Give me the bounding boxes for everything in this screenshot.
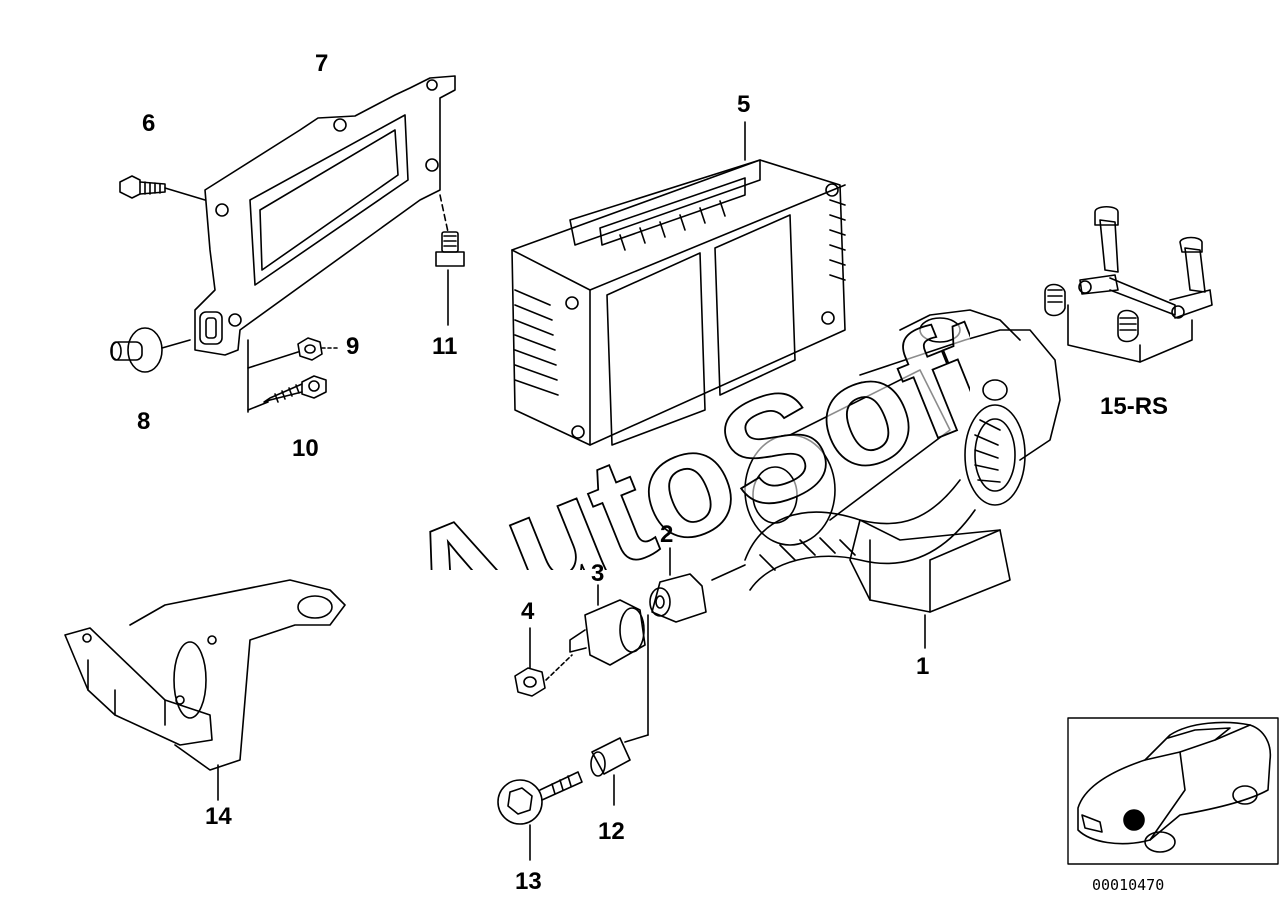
part-10-screw[interactable]: [247, 375, 327, 411]
callout-15-rs: 15-RS: [1100, 393, 1169, 420]
part-9-nut[interactable]: [247, 337, 339, 413]
part-11-bolt[interactable]: [435, 194, 465, 326]
part-13-bolt[interactable]: [497, 771, 583, 861]
callout-1: 1: [916, 653, 930, 680]
callout-8: 8: [137, 408, 151, 435]
part-7-bracket[interactable]: [194, 75, 456, 356]
callout-3: 3: [591, 560, 605, 587]
diagram-reference-code: 00010470: [1092, 876, 1165, 894]
part-1-hydraulic-unit[interactable]: [711, 309, 1061, 649]
callout-10: 10: [292, 435, 319, 462]
part-4-nut[interactable]: [514, 627, 573, 697]
part-14-mounting-bracket[interactable]: [64, 579, 346, 801]
part-6-bolt[interactable]: [119, 175, 206, 201]
part-8-bush[interactable]: [110, 327, 191, 373]
location-dot-icon: [1123, 809, 1145, 831]
callout-11: 11: [432, 333, 458, 360]
part-3-rubber-mount[interactable]: [569, 584, 646, 666]
callout-14: 14: [205, 803, 232, 830]
callout-6: 6: [142, 110, 156, 137]
part-12-sleeve[interactable]: [590, 614, 649, 806]
callout-7: 7: [315, 50, 329, 77]
callout-12: 12: [598, 818, 625, 845]
callout-4: 4: [521, 598, 535, 625]
part-2-damper[interactable]: [649, 547, 707, 623]
callout-13: 13: [515, 868, 542, 895]
location-inset: [1067, 717, 1279, 865]
callout-5: 5: [737, 91, 751, 118]
callout-2: 2: [660, 521, 674, 548]
part-15-rs-connector-set[interactable]: [1044, 205, 1213, 363]
callout-9: 9: [346, 333, 360, 360]
part-5-control-unit[interactable]: [511, 121, 846, 446]
